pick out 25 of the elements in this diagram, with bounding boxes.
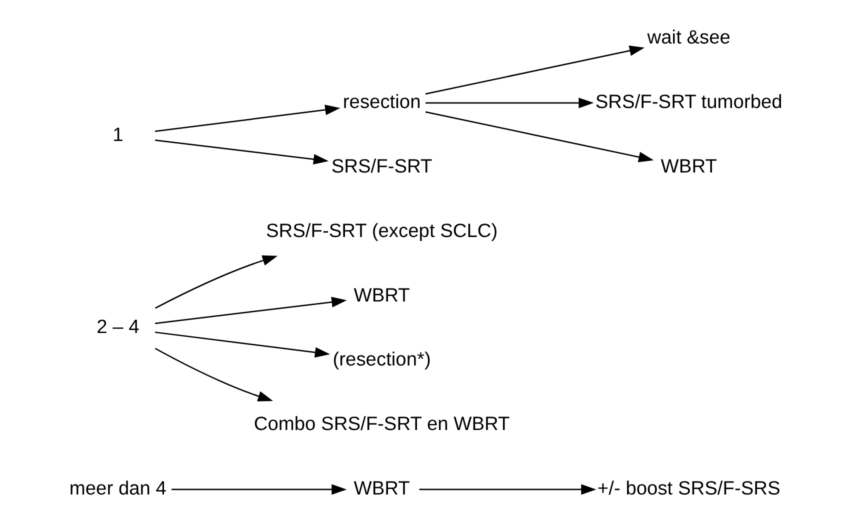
- arrow: [154, 296, 346, 324]
- node-text: WBRT: [660, 156, 716, 178]
- arrow: [154, 348, 273, 402]
- arrow: [424, 111, 654, 162]
- arrow: [154, 255, 278, 309]
- node-text: SRS/F-SRT: [330, 156, 432, 178]
- node-text: Combo SRS/F-SRT en WBRT: [253, 414, 510, 436]
- node-text: meer dan 4: [68, 478, 166, 500]
- node-text: (resection*): [332, 350, 430, 371]
- node-text: 1: [112, 124, 123, 146]
- node-text: SRS/F-SRT tumorbed: [594, 92, 782, 114]
- arrow: [154, 332, 330, 358]
- node-text: 2 – 4: [96, 316, 139, 338]
- node-text: +/- boost SRS/F-SRS: [596, 478, 780, 500]
- node-text: SRS/F-SRT (except SCLC): [265, 220, 498, 242]
- arrow: [424, 46, 644, 95]
- arrow: [418, 484, 596, 495]
- node-text: wait &see: [646, 28, 730, 49]
- node-text: resection: [342, 92, 420, 114]
- arrow: [154, 139, 328, 165]
- arrow: [154, 104, 340, 132]
- node-text: WBRT: [353, 285, 410, 306]
- node-text: WBRT: [353, 478, 410, 500]
- arrow: [425, 98, 594, 108]
- arrow: [171, 484, 346, 495]
